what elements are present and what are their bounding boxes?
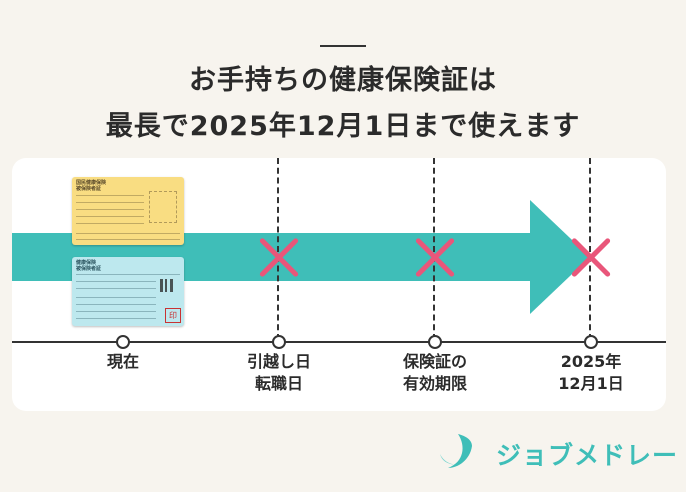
card-text-line bbox=[76, 209, 144, 210]
label-line: 保険証の bbox=[402, 352, 467, 371]
card-text-line bbox=[76, 239, 180, 240]
timeline-axis bbox=[12, 341, 666, 343]
brand-mark-icon bbox=[440, 434, 472, 468]
headline-line-2: 最長で2025年12月1日まで使えます bbox=[105, 111, 581, 142]
card-photo-box bbox=[149, 191, 177, 223]
timeline-dot-expiry bbox=[428, 335, 442, 349]
card-text-line bbox=[76, 223, 144, 224]
card-text-line bbox=[76, 274, 180, 275]
brand-name: ジョブメドレー bbox=[496, 441, 679, 470]
health-insurance-card: 健康保険 被保険者証 印 bbox=[72, 257, 184, 326]
national-health-insurance-card: 国民健康保険 被保険者証 bbox=[72, 177, 184, 245]
card-text-line bbox=[76, 233, 180, 234]
label-line: 転職日 bbox=[254, 374, 303, 393]
timeline-label-final: 2025年 12月1日 bbox=[521, 351, 661, 395]
cross-mark-icon bbox=[257, 235, 301, 279]
card-text-line bbox=[76, 304, 156, 305]
seal-stamp: 印 bbox=[165, 308, 181, 323]
card-text-line bbox=[76, 318, 156, 319]
timeline-label-expiry: 保険証の 有効期限 bbox=[365, 351, 505, 395]
blue-card-heading: 健康保険 被保険者証 bbox=[76, 260, 102, 272]
card-text-line bbox=[76, 202, 144, 203]
timeline-dot-final bbox=[584, 335, 598, 349]
label-line: 12月1日 bbox=[558, 374, 624, 393]
label-line: 有効期限 bbox=[402, 374, 467, 393]
timeline-label-now: 現在 bbox=[53, 351, 193, 373]
card-text-line bbox=[76, 195, 144, 196]
label-line: 現在 bbox=[106, 352, 139, 371]
card-text-line bbox=[76, 288, 156, 289]
card-text-line bbox=[76, 281, 156, 282]
timeline-panel: 国民健康保険 被保険者証 健康保険 被保険者証 印 現在 引越し日 転職日 bbox=[12, 158, 666, 411]
label-line: 2025年 bbox=[560, 352, 622, 371]
cross-mark-icon bbox=[413, 235, 457, 279]
card-text-line bbox=[76, 297, 156, 298]
timeline-dot-move bbox=[272, 335, 286, 349]
brand-logo: ジョブメドレー bbox=[436, 428, 677, 474]
headline-line-1: お手持ちの健康保険証は bbox=[189, 65, 497, 96]
qr-code-icon bbox=[160, 279, 173, 292]
card-text-line bbox=[76, 311, 156, 312]
title-decoration-line bbox=[320, 45, 366, 47]
cross-mark-icon bbox=[569, 235, 613, 279]
yellow-card-heading: 国民健康保険 被保険者証 bbox=[76, 180, 107, 192]
timeline-dot-now bbox=[116, 335, 130, 349]
card-text-line bbox=[76, 216, 144, 217]
timeline-label-move: 引越し日 転職日 bbox=[209, 351, 349, 395]
label-line: 引越し日 bbox=[246, 352, 311, 371]
